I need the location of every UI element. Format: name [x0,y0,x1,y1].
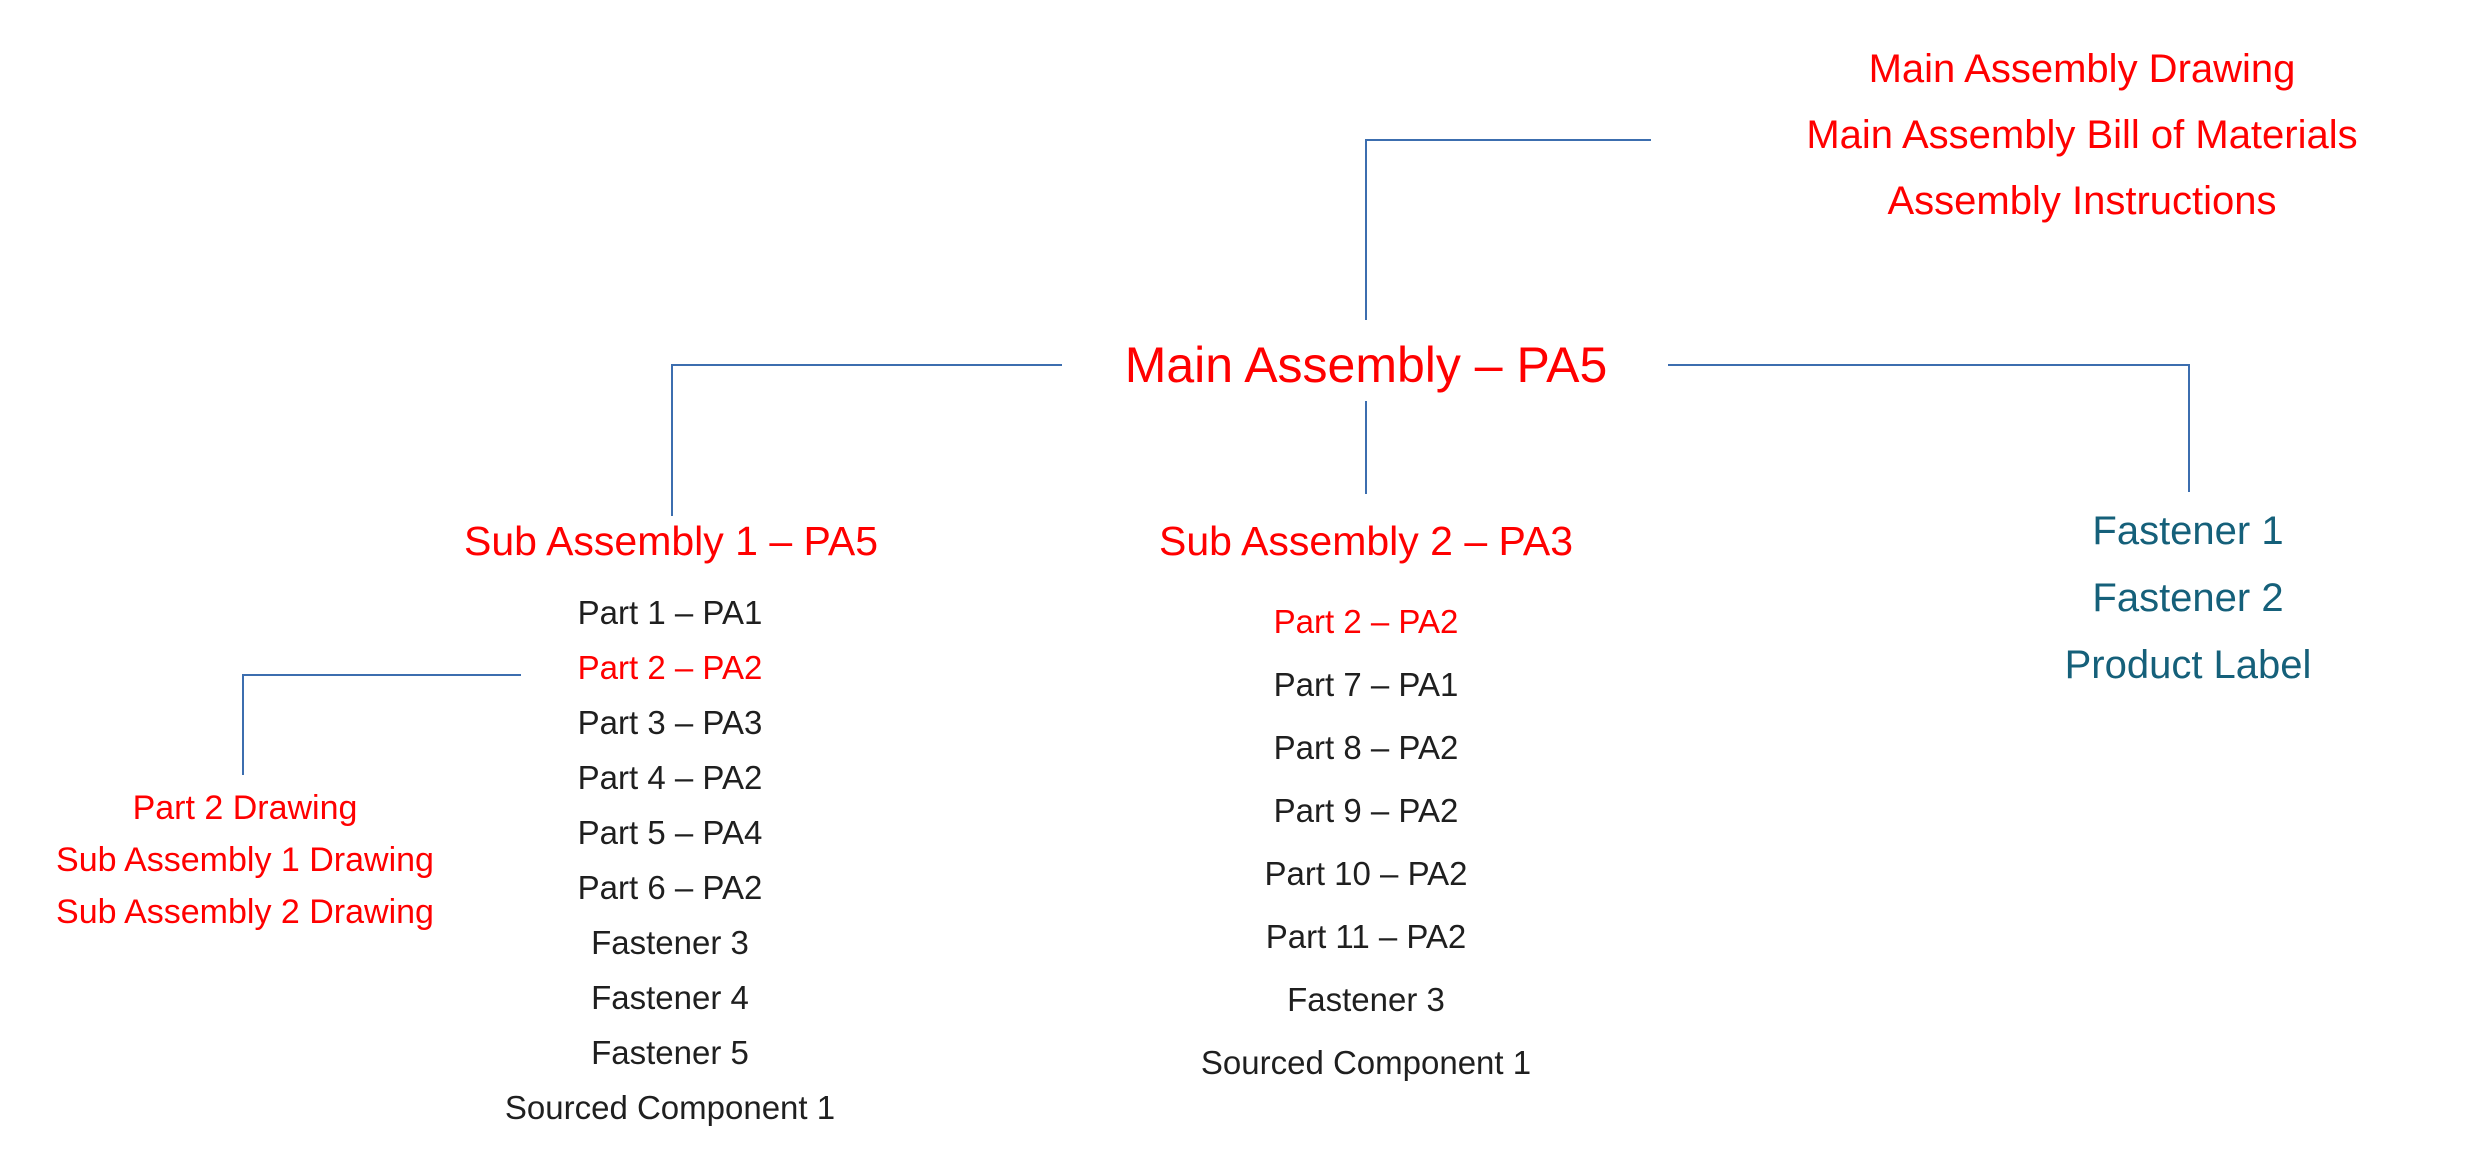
connector-root-to-sub1-vertical [671,364,673,516]
list-item: Part 9 – PA2 [1273,792,1459,829]
connector-root-to-sub2-vertical [1365,401,1367,494]
list-item: Sub Assembly 2 Drawing [56,893,434,931]
list-item: Fastener 1 [2092,509,2284,553]
connector-part2-to-docs-vertical [242,674,244,775]
list-item: Sourced Component 1 [1200,1044,1532,1081]
list-item: Sourced Component 1 [504,1089,836,1126]
list-item: Fastener 4 [591,979,749,1016]
list-item: Part 5 – PA4 [577,814,763,851]
list-item: Fastener 2 [2092,576,2284,620]
list-item: Assembly Instructions [1887,179,2277,223]
list-item: Part 7 – PA1 [1273,666,1459,703]
list-item: Part 2 – PA2 [1273,603,1459,640]
list-item: Part 3 – PA3 [577,704,763,741]
list-item: Product Label [2064,643,2312,687]
sub-assembly-1-title: Sub Assembly 1 – PA5 [463,518,879,564]
list-item: Main Assembly Drawing [1868,47,2296,91]
connector-root-to-hardware-vertical [2188,364,2190,492]
hardware-list: Fastener 1 Fastener 2 Product Label [1888,498,2473,699]
list-item: Part 6 – PA2 [577,869,763,906]
list-item: Part 1 – PA1 [577,594,763,631]
list-item: Part 4 – PA2 [577,759,763,796]
list-item: Fastener 3 [1287,981,1445,1018]
connector-root-to-hardware-horizontal [1668,364,2190,366]
connector-root-to-docs-horizontal [1365,139,1651,141]
list-item: Sub Assembly 1 Drawing [56,841,434,879]
sub-assembly-2-title: Sub Assembly 2 – PA3 [1158,518,1574,564]
list-item: Part 10 – PA2 [1264,855,1468,892]
list-item: Part 2 – PA2 [577,649,763,686]
list-item: Part 2 Drawing [132,789,358,827]
list-item: Fastener 3 [591,924,749,961]
connector-root-to-docs-vertical [1365,139,1367,320]
connector-root-to-sub1-horizontal [671,364,1062,366]
list-item: Part 11 – PA2 [1265,918,1467,955]
list-item: Part 8 – PA2 [1273,729,1459,766]
list-item: Fastener 5 [591,1034,749,1071]
root-node-label: Main Assembly – PA5 [1124,337,1608,393]
list-item: Main Assembly Bill of Materials [1806,113,2358,157]
connector-part2-to-docs-horizontal [242,674,521,676]
